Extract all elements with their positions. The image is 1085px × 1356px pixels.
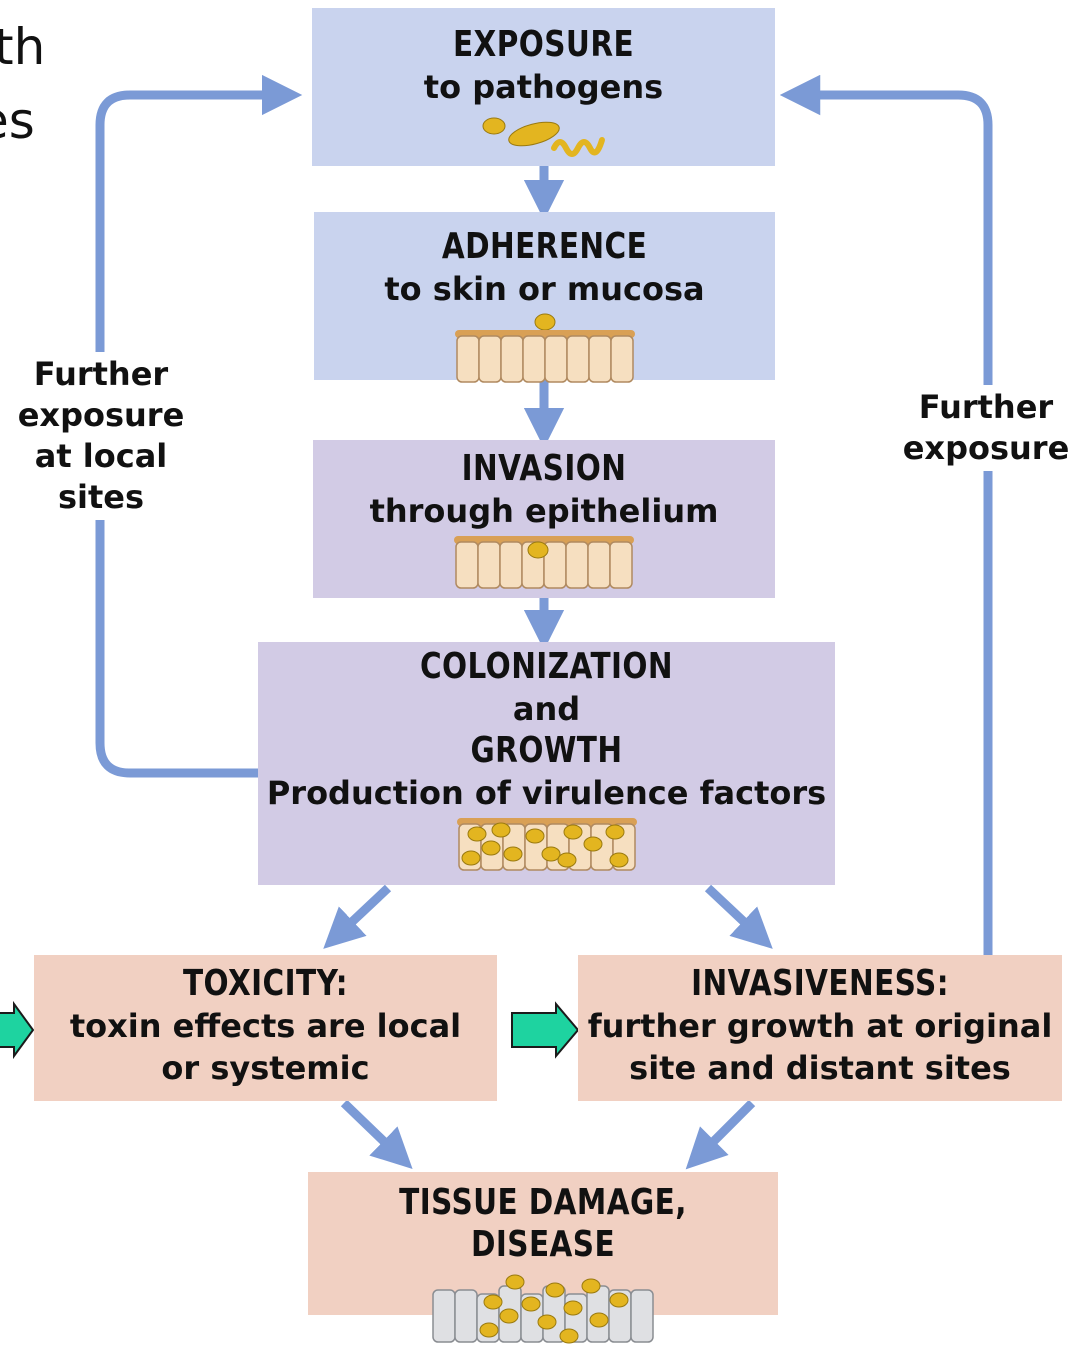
toxicity-title: TOXICITY: [182, 963, 348, 1004]
exposure-subtitle: to pathogens [423, 68, 664, 106]
right-loop-line-1: Further [918, 388, 1054, 426]
colonization-subtitle: Production of virulence factors [266, 774, 827, 812]
invasion-title: INVASION [461, 448, 627, 489]
toxicity-line-1: toxin effects are local [69, 1007, 462, 1045]
invasiveness-line-1: further growth at original [587, 1007, 1053, 1045]
partial-text-fragment: th [0, 18, 45, 76]
partial-text-fragment-2: es [0, 92, 35, 150]
arrow-colonization-to-invasiveness [704, 884, 773, 949]
green-arrow-left [0, 1000, 35, 1060]
right-loop-line-2: exposure [902, 429, 1070, 467]
right-loop-label: Further exposure [898, 385, 1074, 471]
adherence-subtitle: to skin or mucosa [384, 270, 705, 308]
colonization-title: COLONIZATION [419, 646, 674, 687]
pathogens-icon [482, 117, 605, 157]
arrow-invasiveness-to-tissue-damage [685, 1099, 756, 1170]
tissue-damage-title: TISSUE DAMAGE, DISEASE [399, 1182, 687, 1265]
exposure-title: EXPOSURE [452, 24, 635, 65]
invasiveness-title: INVASIVENESS: [691, 963, 949, 1004]
invasiveness-node: INVASIVENESS: further growth at original… [578, 955, 1062, 1101]
damaged-tissue-icon [432, 1274, 654, 1344]
colonization-connector: and [512, 690, 581, 728]
arrow-toxicity-to-tissue-damage [340, 1099, 413, 1170]
epithelium-adherence-icon [454, 313, 635, 383]
invasion-subtitle: through epithelium [369, 492, 719, 530]
invasion-node: INVASION through epithelium [313, 440, 775, 598]
toxicity-line-2: or systemic [161, 1049, 370, 1087]
growth-title: GROWTH [470, 730, 623, 771]
epithelium-invasion-icon [454, 536, 634, 589]
toxicity-node: TOXICITY: toxin effects are local or sys… [34, 955, 497, 1101]
tissue-damage-node: TISSUE DAMAGE, DISEASE [308, 1172, 778, 1344]
left-loop-line-1: Further [33, 355, 169, 393]
adherence-node: ADHERENCE to skin or mucosa [314, 212, 775, 383]
colonization-node: COLONIZATION and GROWTH Production of vi… [258, 642, 835, 885]
invasiveness-line-2: site and distant sites [629, 1049, 1011, 1087]
fragment-line-2: es [0, 92, 35, 150]
left-loop-line-3: at local [34, 437, 168, 475]
adherence-title: ADHERENCE [441, 226, 648, 267]
exposure-node: EXPOSURE to pathogens [312, 8, 775, 166]
arrow-colonization-to-toxicity [323, 884, 392, 949]
left-loop-label: Further exposure at local sites [12, 352, 190, 520]
loop-right-further-exposure [779, 74, 993, 955]
left-loop-line-2: exposure [17, 396, 185, 434]
fragment-line-1: th [0, 18, 46, 76]
green-arrow-middle [511, 1001, 580, 1059]
colonized-epithelium-icon [456, 818, 637, 871]
left-loop-line-4: sites [57, 478, 145, 516]
